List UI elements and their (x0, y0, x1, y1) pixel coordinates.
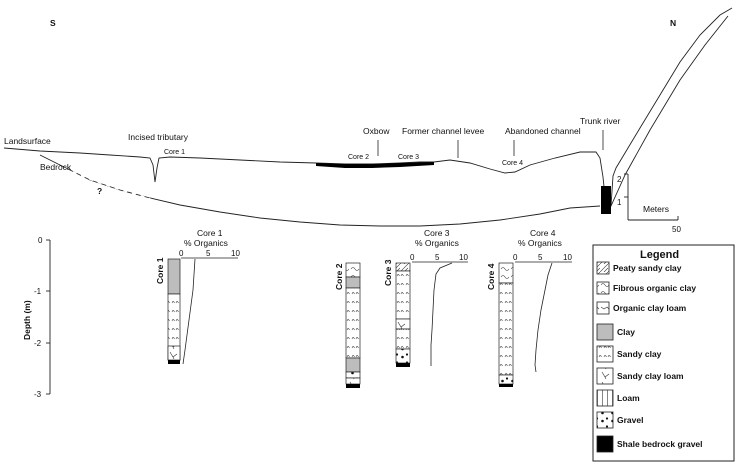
legend-title: Legend (640, 249, 679, 261)
land-surface-line (3, 7, 733, 207)
oxbow-label: Oxbow (363, 126, 390, 136)
core4-title: Core 4 (530, 228, 556, 238)
core4-tick-0: 0 (513, 253, 518, 262)
trunk-river-label: Trunk river (580, 116, 620, 126)
abandoned-channel-label: Abandoned channel (505, 126, 581, 136)
core4-column-label: Core 4 (486, 263, 496, 290)
legend-label-organic-loam: Organic clay loam (613, 303, 687, 313)
legend-swatch-sandy-clay-loam (596, 367, 614, 385)
scale-tick-1: 1 (617, 198, 622, 207)
depth-tick-1: -1 (34, 287, 42, 296)
legend-label-clay: Clay (617, 327, 635, 337)
core3-site-label: Core 3 (398, 154, 419, 161)
landsurface-label: Landsurface (4, 136, 51, 146)
core1-subtitle: % Organics (184, 238, 228, 248)
trunk-river-shale (601, 186, 611, 214)
bedrock-line (39, 154, 601, 227)
cross-section: S N Landsurface Bedrock ? Incised tribut… (3, 7, 733, 234)
core-1: Core 1 % Organics 0 5 10 Core 1 (155, 228, 240, 365)
legend-swatch-gravel (596, 411, 614, 429)
depth-tick-2: -2 (34, 339, 42, 348)
scale-unit: Meters (643, 204, 669, 214)
legend-swatch-organic-loam (596, 301, 610, 315)
former-levee-label: Former channel levee (402, 126, 484, 136)
core4-organics-curve (534, 262, 553, 373)
scale-tick-2: 2 (617, 175, 622, 184)
legend-swatch-fibrous (596, 281, 610, 295)
legend-label-gravel: Gravel (617, 415, 643, 425)
core1-column-label: Core 1 (155, 257, 165, 284)
legend-swatch-sandy-clay (596, 345, 614, 363)
legend-label-sandy-clay-loam: Sandy clay loam (617, 371, 684, 381)
legend-label-shale: Shale bedrock gravel (617, 439, 703, 449)
core1-title: Core 1 (197, 228, 223, 238)
core4-subtitle: % Organics (518, 238, 562, 248)
core2-column-label: Core 2 (334, 263, 344, 290)
depth-axis: 0 -1 -2 -3 Depth (m) (22, 236, 51, 399)
depth-tick-3: -3 (34, 390, 42, 399)
scale-horizontal-value: 50 (672, 225, 681, 234)
legend-swatch-clay (596, 323, 614, 341)
core-4: Core 4 % Organics 0 5 10 Core 4 (486, 228, 572, 387)
core1-tick-0: 0 (179, 249, 184, 258)
core1-organics-curve (182, 258, 196, 365)
core3-organics-curve (430, 262, 453, 366)
bedrock-dashed (39, 156, 151, 200)
core3-tick-10: 10 (459, 253, 468, 262)
core1-tick-10: 10 (231, 249, 240, 258)
core3-title: Core 3 (424, 228, 450, 238)
legend-swatch-loam (596, 389, 614, 407)
legend-label-loam: Loam (617, 393, 640, 403)
question-mark: ? (97, 186, 102, 196)
legend-label-peaty: Peaty sandy clay (613, 263, 682, 273)
legend-swatch-peaty (596, 261, 610, 275)
core4-tick-10: 10 (563, 253, 572, 262)
core3-tick-0: 0 (410, 253, 415, 262)
depth-tick-0: 0 (38, 236, 43, 245)
incised-tributary-label: Incised tributary (128, 132, 189, 142)
core4-site-label: Core 4 (502, 160, 523, 167)
bedrock-right-branch (610, 15, 729, 207)
core3-column-label: Core 3 (383, 259, 393, 286)
core1-tick-5: 5 (206, 249, 211, 258)
legend-swatch-shale (596, 435, 614, 453)
core3-subtitle: % Organics (415, 238, 459, 248)
depth-axis-label: Depth (m) (22, 300, 32, 340)
bedrock-label: Bedrock (40, 162, 72, 172)
compass-south: S (50, 18, 56, 28)
legend-label-fibrous: Fibrous organic clay (613, 283, 696, 293)
core3-tick-5: 5 (435, 253, 440, 262)
core2-site-label: Core 2 (348, 154, 369, 161)
core1-site-label: Core 1 (164, 149, 185, 156)
oxbow-fill (316, 162, 434, 168)
scale-bar: 2 1 Meters 50 (617, 173, 681, 234)
core-3: Core 3 % Organics 0 5 10 Core 3 (383, 228, 468, 367)
legend-box (592, 244, 735, 462)
core4-tick-5: 5 (538, 253, 543, 262)
core-2: Core 2 (334, 262, 361, 388)
legend-label-sandy-clay: Sandy clay (617, 349, 662, 359)
compass-north: N (670, 18, 676, 28)
